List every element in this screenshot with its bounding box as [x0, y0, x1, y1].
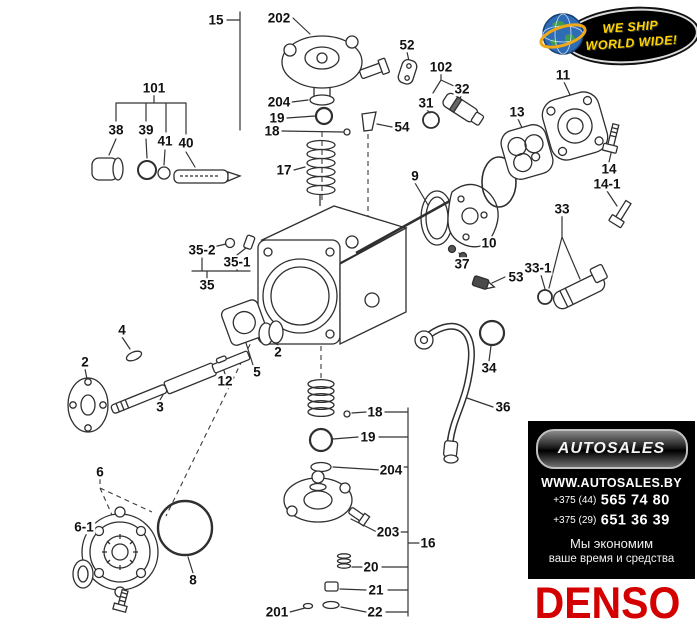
phone-number-1: +375 (44) 565 74 80: [553, 492, 670, 510]
shipping-badge: WE SHIP WORLD WIDE!: [538, 4, 697, 68]
bottom-valve-assembly: [283, 378, 371, 610]
parts-artwork: [67, 35, 632, 614]
part-label-12: 12: [216, 373, 234, 389]
part-label-37: 37: [453, 256, 471, 272]
part-label-31: 31: [417, 95, 435, 111]
part-label-21: 21: [367, 582, 385, 598]
denso-logo: DENSO: [534, 578, 681, 628]
part-label-17: 17: [275, 162, 293, 178]
part-label-10: 10: [480, 235, 498, 251]
part-label-11: 11: [554, 67, 572, 83]
pump-housing: [257, 194, 408, 346]
part-label-20: 20: [362, 559, 380, 575]
phone-number-2: +375 (29) 651 36 39: [553, 512, 670, 530]
globe-icon: [538, 9, 588, 59]
part-54-shape: [361, 111, 377, 132]
part-label-3: 3: [155, 399, 165, 415]
part-label-41: 41: [156, 133, 174, 149]
part-label-9: 9: [410, 168, 420, 184]
part-label-53: 53: [507, 269, 525, 285]
part-label-2b: 2: [273, 344, 283, 360]
coupling-flange-assembly: [72, 499, 214, 614]
badge-line2: WORLD WIDE!: [585, 32, 678, 54]
part-label-102: 102: [428, 59, 454, 75]
website-link[interactable]: WWW.AUTOSALES.BY: [541, 476, 682, 490]
ad-tagline-2: ваше время и средства: [548, 552, 675, 565]
part-label-14-1: 14-1: [592, 176, 622, 192]
part-label-13: 13: [508, 104, 526, 120]
part-label-6: 6: [95, 464, 105, 480]
part-label-19: 19: [268, 110, 286, 126]
part-label-54: 54: [393, 119, 411, 135]
part-label-33-1: 33-1: [523, 260, 553, 276]
part-label-32: 32: [453, 81, 471, 97]
part-label-36: 36: [494, 399, 512, 415]
phone1-prefix: +375 (44): [553, 495, 597, 507]
part-label-8: 8: [188, 572, 198, 588]
part-label-201: 201: [264, 604, 290, 620]
part-label-203: 203: [375, 524, 401, 540]
part-label-6-1: 6-1: [73, 519, 95, 535]
autosales-logo: AUTOSALES: [535, 429, 688, 469]
drive-shaft-assembly: [67, 299, 284, 433]
part-label-35-2: 35-2: [187, 242, 217, 258]
part-label-40: 40: [177, 135, 195, 151]
part-label-4: 4: [117, 322, 127, 338]
part-label-18b: 18: [366, 404, 384, 420]
spring-17: [306, 139, 336, 196]
part-label-22: 22: [366, 604, 384, 620]
part-label-34: 34: [480, 360, 498, 376]
part-label-2: 2: [80, 354, 90, 370]
part-label-15: 15: [207, 12, 225, 28]
ad-tagline-1: Мы экономим: [569, 535, 654, 551]
valve-group-101: [91, 157, 242, 184]
part-label-39: 39: [137, 122, 155, 138]
phone2-number: 651 36 39: [600, 512, 670, 529]
top-cover-assembly: [281, 35, 390, 136]
part-label-16: 16: [419, 535, 437, 551]
part-label-204b: 204: [378, 462, 404, 478]
part-label-35: 35: [198, 277, 216, 293]
phone1-number: 565 74 80: [600, 492, 670, 509]
part-label-101: 101: [141, 80, 167, 96]
part-label-35-1: 35-1: [222, 254, 252, 270]
seller-ad-panel: AUTOSALES WWW.AUTOSALES.BY +375 (44) 565…: [528, 421, 695, 579]
part-label-204: 204: [266, 94, 292, 110]
phone2-prefix: +375 (29): [553, 515, 597, 527]
plug-group-35: [224, 234, 256, 250]
part-label-14: 14: [600, 161, 618, 177]
part-label-33: 33: [553, 201, 571, 217]
part-label-18: 18: [263, 123, 281, 139]
right-side-assembly: [355, 59, 632, 464]
part-label-5: 5: [252, 364, 262, 380]
part-label-38: 38: [107, 122, 125, 138]
part-label-19b: 19: [359, 429, 377, 445]
part-label-202: 202: [266, 10, 292, 26]
autosales-logo-text: AUTOSALES: [557, 440, 666, 457]
part-label-52: 52: [398, 37, 416, 53]
